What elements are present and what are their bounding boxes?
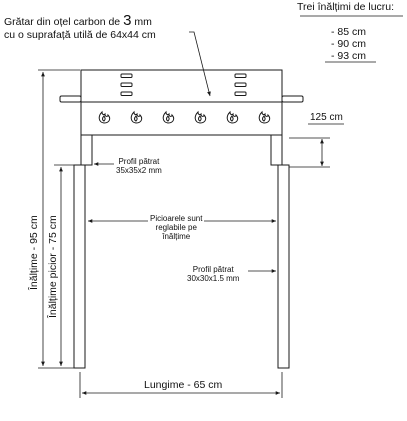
title-leader [189,31,211,97]
grate-slot [120,91,133,96]
fire-icon [130,110,143,124]
handle-right [281,95,304,103]
height-option: - 85 cm [331,26,367,38]
handle-left [59,95,82,103]
upper-leg-right [270,134,283,166]
grate-slot [234,73,247,78]
grate-slot [234,91,247,96]
profile-lower-note: Profil pătrat 30x30x1.5 mm [187,265,240,284]
heights-list: - 85 cm - 90 cm - 93 cm [331,26,366,62]
fire-icon [162,110,175,124]
leg-right [277,164,290,369]
grill-grate [80,69,283,103]
fire-icon [258,110,271,124]
grill-title: Grătar din oțel carbon de 3 mm cu o supr… [4,12,156,41]
height-option: - 93 cm [331,50,367,62]
grill-title-line1: Grătar din oțel carbon de 3 mm [4,12,152,29]
upper-leg-left [80,134,93,166]
total-height-label: Înălțime - 95 cm [28,215,40,290]
firebox [80,101,283,136]
side-dimension-label: 125 cm [310,112,343,123]
grill-title-line2: cu o suprafață utilă de 64x44 cm [4,29,156,42]
leg-height-label: Înălțime picior - 75 cm [47,215,59,318]
leg-left [73,164,86,369]
height-option: - 90 cm [331,38,367,50]
heights-title: Trei înălțimi de lucru: [297,1,395,13]
fire-icon [194,110,207,124]
length-label: Lungime - 65 cm [144,379,223,391]
grate-slot [120,73,133,78]
legs-adjustable-note: Picioarele sunt reglabile pe înălțime [148,214,205,242]
profile-upper-note: Profil pătrat 35x35x2 mm [116,157,162,176]
fire-icon [98,110,111,124]
grate-slot [120,82,133,87]
grate-slot [234,82,247,87]
fire-icon [226,110,239,124]
